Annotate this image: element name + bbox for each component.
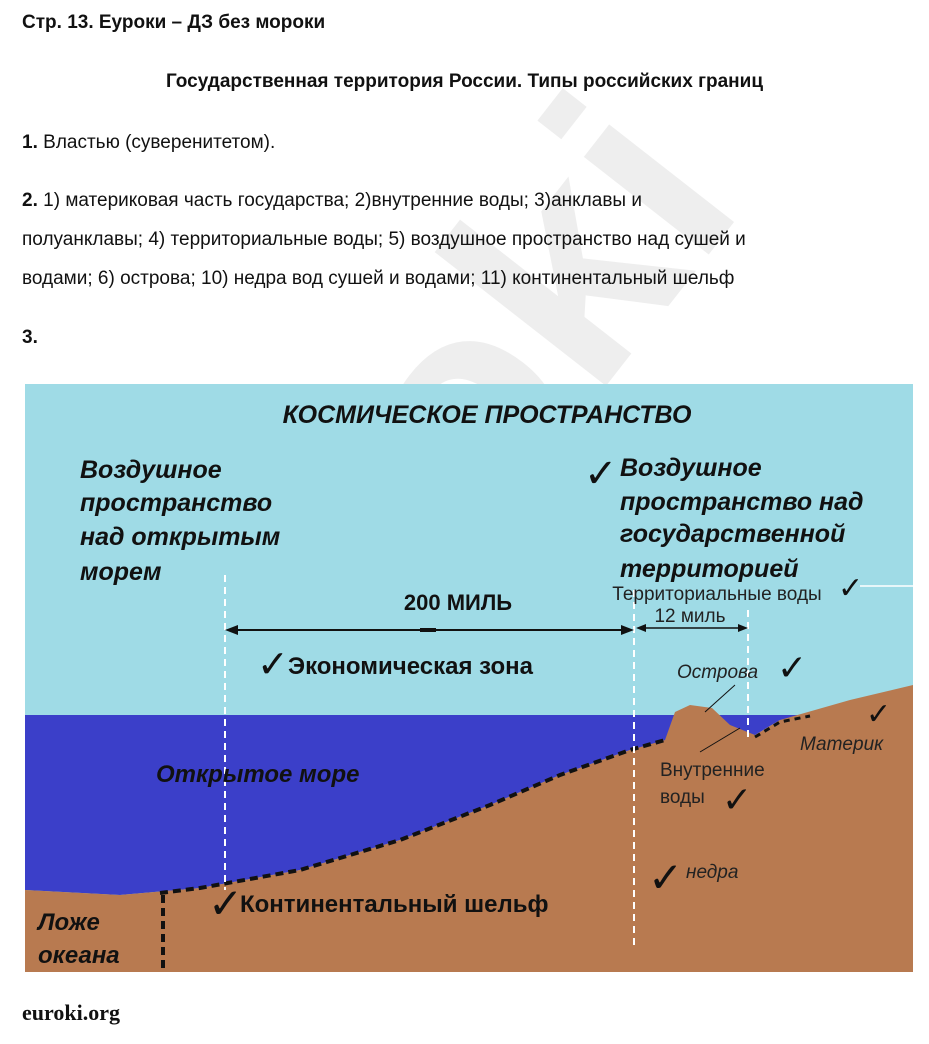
svg-text:воды: воды bbox=[660, 787, 705, 808]
svg-text:пространство: пространство bbox=[80, 489, 272, 517]
svg-text:Воздушное: Воздушное bbox=[80, 456, 222, 484]
svg-text:Воздушное: Воздушное bbox=[620, 454, 762, 482]
check-icon-air-state: ✓ bbox=[584, 451, 618, 497]
label-territorial-waters: Территориальные воды bbox=[612, 584, 821, 605]
svg-text:Ложе: Ложе bbox=[36, 909, 100, 936]
label-shelf: Континентальный шельф bbox=[240, 891, 549, 918]
svg-text:морем: морем bbox=[80, 558, 161, 586]
arrow-200-mid-mark bbox=[420, 628, 436, 632]
label-12-miles: 12 миль bbox=[654, 606, 725, 627]
check-icon-economic: ✓ bbox=[257, 642, 289, 686]
check-icon-islands: ✓ bbox=[777, 648, 807, 689]
svg-text:пространство над: пространство над bbox=[620, 488, 864, 516]
svg-text:Внутренние: Внутренние bbox=[660, 760, 765, 781]
check-icon-mainland: ✓ bbox=[866, 697, 891, 732]
label-mainland: Материк bbox=[800, 734, 884, 755]
footer-site: euroki.org bbox=[22, 1000, 120, 1026]
label-economic-zone: Экономическая зона bbox=[288, 653, 534, 680]
label-subsoil: недра bbox=[686, 862, 738, 883]
label-islands: Острова bbox=[677, 662, 758, 683]
svg-text:государственной: государственной bbox=[620, 520, 845, 548]
svg-text:над открытым: над открытым bbox=[80, 523, 280, 551]
svg-text:океана: океана bbox=[38, 942, 120, 969]
svg-text:территорией: территорией bbox=[620, 555, 799, 583]
check-icon-shelf: ✓ bbox=[208, 879, 243, 928]
label-200-miles: 200 МИЛЬ bbox=[404, 590, 512, 615]
label-open-sea: Открытое море bbox=[156, 761, 359, 788]
label-space: КОСМИЧЕСКОЕ ПРОСТРАНСТВО bbox=[283, 401, 692, 429]
check-icon-internal: ✓ bbox=[722, 780, 752, 821]
check-icon-subsoil: ✓ bbox=[648, 853, 683, 902]
check-icon-territorial: ✓ bbox=[838, 571, 863, 606]
